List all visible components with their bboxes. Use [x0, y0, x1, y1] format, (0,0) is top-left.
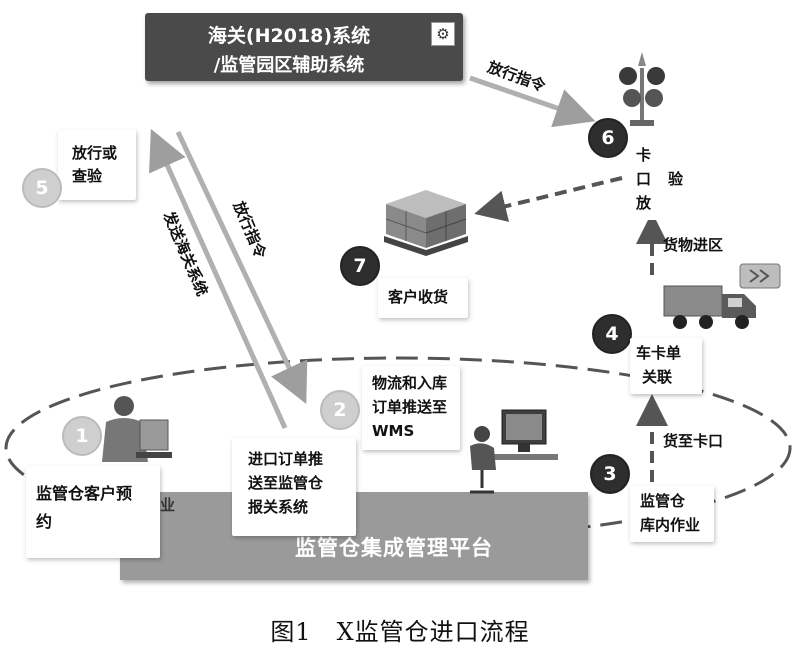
step1-number: 1: [62, 416, 102, 456]
step2-number: 2: [320, 390, 360, 430]
step5-line2: 查验: [72, 167, 103, 185]
goods-to-gate-label: 货至卡口: [663, 432, 724, 450]
step3-line2: 库内作业: [640, 516, 701, 534]
customs-system-subtitle: /监管园区辅助系统: [213, 55, 365, 76]
step5-card: 放行或 查验: [58, 130, 136, 200]
step7-number: 7: [340, 246, 380, 286]
push-line3: 报关系统: [248, 498, 309, 516]
truck-icon: [663, 285, 756, 329]
step6-ch2: 口: [636, 170, 652, 188]
step4-line1: 车卡单: [636, 344, 682, 362]
step5-number: 5: [22, 168, 62, 208]
step6-ch1: 卡: [636, 146, 652, 164]
step3-line1: 监管仓: [640, 492, 686, 510]
step2-line3: WMS: [372, 422, 415, 440]
step6-card: 卡 口 验 放: [624, 140, 694, 220]
step4-card: 车卡单 关联: [630, 338, 702, 394]
step1-line1: 监管仓客户预: [36, 484, 133, 503]
release-instruction-arrow-mid: [175, 130, 308, 405]
push-line1: 进口订单推: [248, 450, 324, 468]
send-customs-arrow: [149, 128, 288, 430]
step2-card: 物流和入库 订单推送至 WMS: [362, 366, 460, 450]
step2-line2: 订单推送至: [372, 398, 448, 416]
step7-card: 客户收货: [378, 278, 468, 318]
step6-ch3: 验: [668, 170, 684, 188]
customs-system-title: 海关(H2018)系统: [207, 25, 371, 47]
gate-to-customer-arrow: [474, 176, 623, 222]
step1-line2: 约: [36, 512, 53, 531]
step5-line1: 放行或: [72, 144, 118, 162]
step3-number: 3: [590, 454, 630, 494]
businessman-icon: [102, 396, 172, 462]
figure-caption: 图1 X监管仓进口流程: [270, 618, 530, 646]
pallet-boxes-icon: [384, 190, 468, 256]
push-line2: 送至监管仓: [248, 474, 324, 492]
step4-number: 4: [592, 314, 632, 354]
step3-card: 监管仓 库内作业: [630, 486, 714, 542]
card-reader-icon: [739, 263, 781, 289]
traffic-light-icon: [619, 52, 665, 126]
push-order-card: 进口订单推 送至监管仓 报关系统: [232, 438, 356, 536]
step1-card: 监管仓客户预 约: [26, 466, 160, 558]
goods-enter-label: 货物进区: [663, 236, 724, 254]
platform-label: 监管仓集成管理平台: [295, 536, 493, 560]
system-icon: ⚙: [431, 22, 455, 46]
customs-system-box: 海关(H2018)系统 /监管园区辅助系统 ⚙: [145, 13, 463, 81]
step4-line2: 关联: [642, 368, 673, 386]
computer-operator-icon: [470, 409, 558, 494]
partial-text: 业: [160, 496, 176, 514]
step7-text: 客户收货: [388, 288, 449, 306]
step6-ch4: 放: [636, 194, 652, 212]
release-instruction-arrow-top: [469, 75, 596, 128]
step6-number: 6: [588, 118, 628, 158]
step2-line1: 物流和入库: [372, 374, 448, 392]
